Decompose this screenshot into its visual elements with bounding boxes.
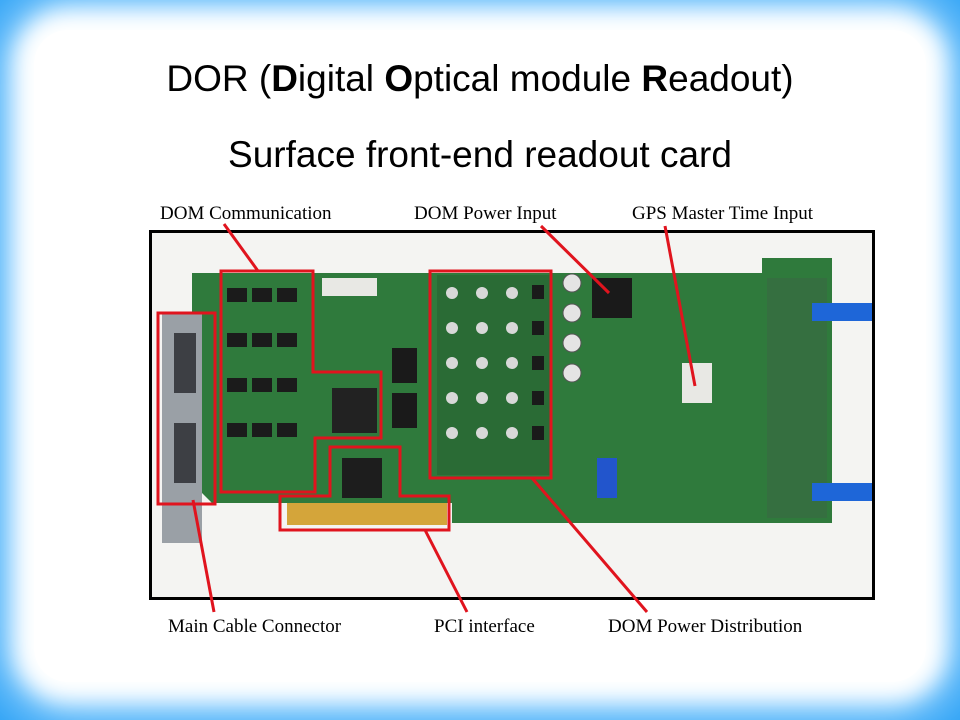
dom-communication-box bbox=[219, 269, 383, 494]
fpga-chip bbox=[332, 388, 377, 433]
power-distribution-components bbox=[437, 275, 552, 475]
leader-main-cable-connector bbox=[191, 499, 216, 613]
leader-gps-master-time-input bbox=[663, 225, 697, 387]
blue-bracket-bottom bbox=[812, 483, 872, 501]
white-header bbox=[322, 278, 377, 296]
slide-title: DOR (Digital Optical module Readout) bbox=[166, 58, 794, 99]
pci-gold-fingers bbox=[287, 503, 447, 525]
label-gps-master-time-input: GPS Master Time Input bbox=[632, 203, 814, 224]
label-dom-power-input: DOM Power Input bbox=[414, 203, 557, 224]
dom-power-distribution-box bbox=[428, 269, 553, 480]
dom-comm-chips bbox=[227, 288, 297, 437]
label-main-cable-connector: Main Cable Connector bbox=[168, 616, 342, 637]
memory-chip-2 bbox=[392, 393, 417, 428]
leader-dom-power-input bbox=[539, 224, 611, 295]
label-pci-interface: PCI interface bbox=[434, 616, 535, 637]
electrolytic-capacitors bbox=[562, 273, 582, 383]
memory-chip-1 bbox=[392, 348, 417, 383]
pci-bridge-chip bbox=[342, 458, 382, 498]
leader-dom-communication bbox=[222, 223, 260, 272]
main-cable-connector-box bbox=[156, 311, 217, 506]
gps-header bbox=[682, 363, 712, 403]
slide-subtitle: Surface front-end readout card bbox=[228, 134, 732, 175]
leader-pci-interface bbox=[423, 529, 469, 613]
circuit-board-illustration bbox=[162, 258, 872, 543]
db-connector-top bbox=[174, 333, 196, 393]
blue-header bbox=[597, 458, 617, 498]
label-dom-communication: DOM Communication bbox=[160, 203, 332, 224]
label-dom-power-distribution: DOM Power Distribution bbox=[608, 616, 803, 637]
db-connector-bottom bbox=[174, 423, 196, 483]
pci-interface-box bbox=[278, 445, 451, 532]
circuit-board-photo bbox=[149, 230, 875, 600]
leader-dom-power-distribution bbox=[530, 477, 649, 613]
blue-bracket-top bbox=[812, 303, 872, 321]
